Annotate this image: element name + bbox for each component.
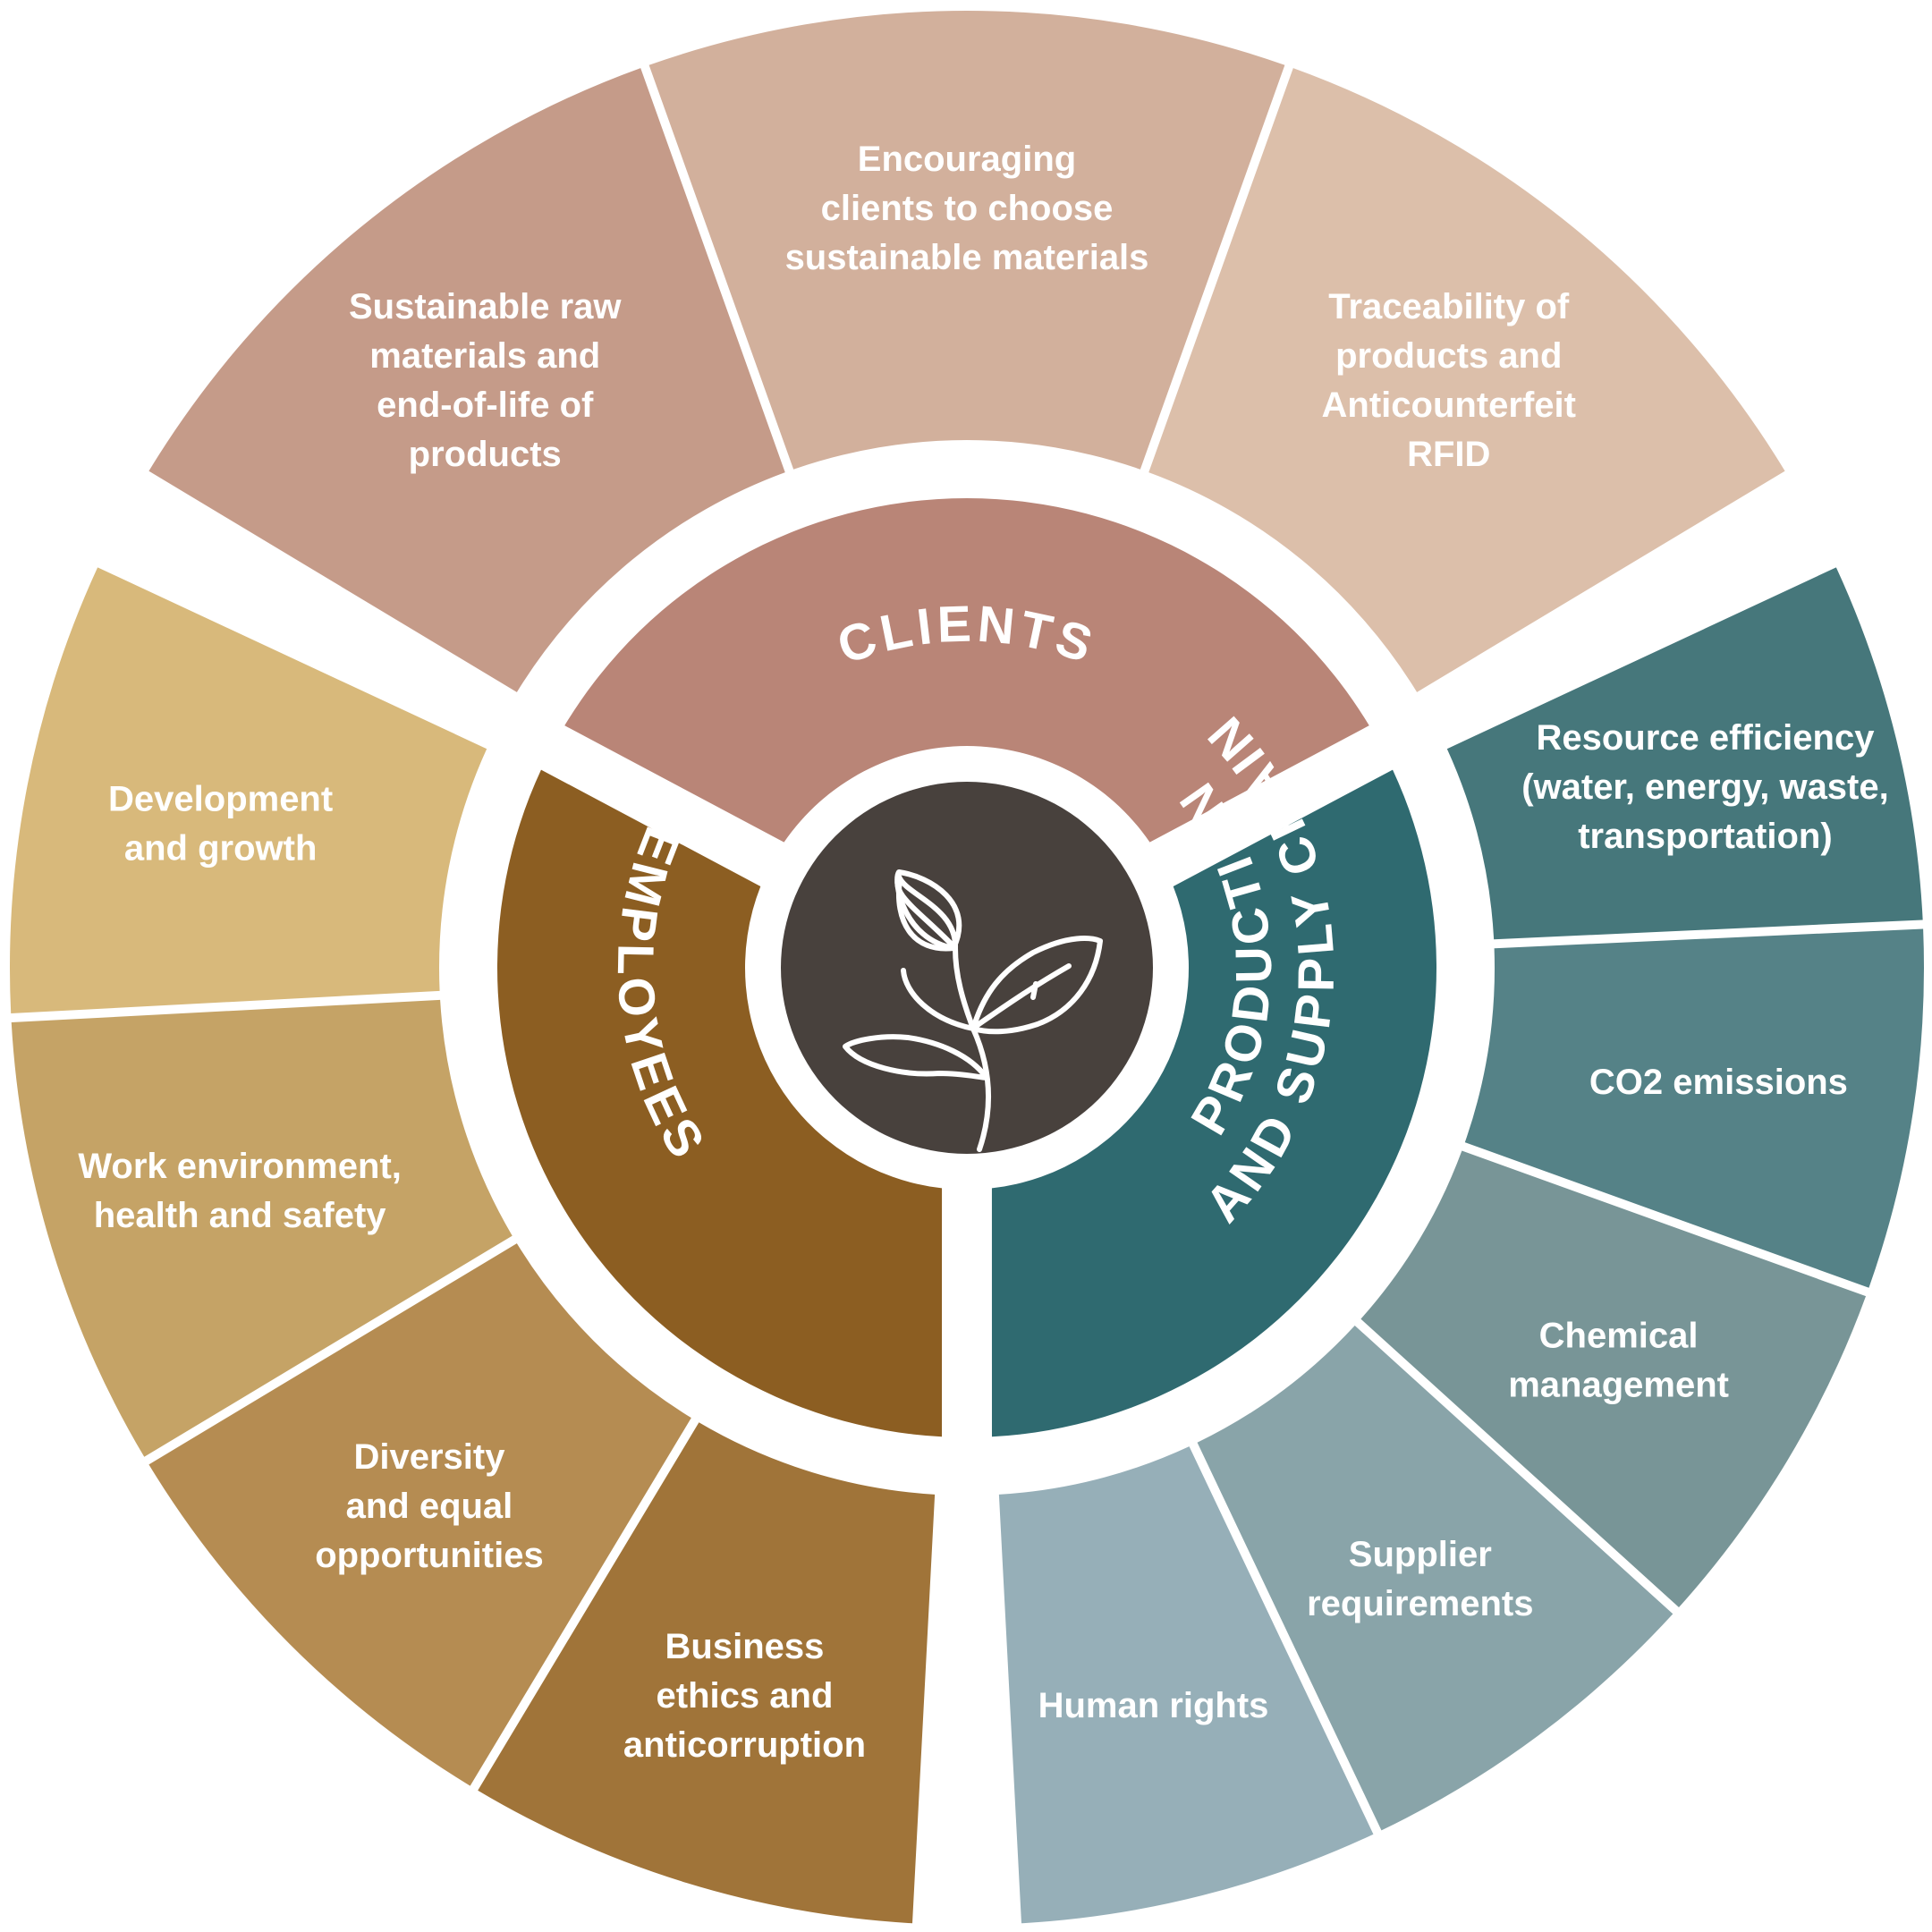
outer-segment-employees-3: [10, 567, 487, 1014]
segment-label-line: sustainable materials: [785, 238, 1149, 277]
outer-segment-production-1: [1464, 928, 1924, 1288]
group-divider: [108, 504, 514, 735]
segment-label-line: Anticounterfeit: [1322, 386, 1576, 425]
segment-label-line: Development: [108, 779, 333, 818]
segment-label-line: transportation): [1578, 817, 1832, 856]
segment-label-line: (water, energy, waste,: [1521, 767, 1889, 807]
segment-label-production-3: Supplier requirements: [1307, 1535, 1533, 1623]
segment-label-line: Chemical: [1539, 1316, 1699, 1355]
outer-ring: [10, 10, 1924, 1932]
segment-label-line: Traceability of: [1328, 287, 1570, 326]
segment-label-line: materials and: [369, 336, 600, 376]
outer-segment-employees-0: [478, 1422, 936, 1924]
segment-label-line: CO2 emissions: [1589, 1063, 1848, 1102]
segment-label-employees-2: Work environment, health and safety: [78, 1147, 402, 1235]
center-disc: [781, 782, 1153, 1154]
segment-label-line: Resource efficiency: [1536, 718, 1875, 758]
outer-segment-clients-1: [648, 10, 1285, 470]
segment-label-production-2: Chemical management: [1508, 1316, 1729, 1404]
segment-label-line: management: [1508, 1365, 1729, 1404]
outer-segment-production-0: [1446, 567, 1923, 940]
segment-label-line: end-of-life of: [377, 386, 594, 425]
segment-labels: Sustainable raw materials and end-of-life …: [78, 140, 1888, 1765]
segment-label-production-4: Human rights: [1038, 1686, 1269, 1725]
segment-label-line: RFID: [1407, 435, 1490, 474]
segment-label-line: and growth: [124, 828, 318, 868]
segment-label-clients-1: Encouraging clients to choose sustainable …: [785, 140, 1149, 277]
segment-label-line: products and: [1335, 336, 1562, 376]
segment-label-production-1: CO2 emissions: [1589, 1063, 1848, 1102]
segment-label-line: Encouraging: [858, 140, 1076, 179]
segment-label-line: health and safety: [94, 1196, 387, 1235]
group-divider: [1419, 504, 1826, 735]
inner-segment-clients: [564, 498, 1369, 843]
outer-segment-clients-2: [1148, 68, 1785, 692]
segment-label-line: Supplier: [1349, 1535, 1492, 1574]
segment-label-employees-0: Business ethics and anticorruption: [623, 1627, 866, 1765]
segment-label-line: Business: [665, 1627, 825, 1666]
outer-segment-production-4: [998, 1446, 1374, 1924]
segment-label-employees-3: Development and growth: [108, 779, 333, 868]
outer-segment-employees-1: [148, 1243, 691, 1786]
segment-label-line: ethics and: [657, 1676, 834, 1716]
inner-segment-employees: [496, 769, 943, 1437]
segment-label-line: Sustainable raw: [349, 287, 622, 326]
inner-ring: [496, 498, 1436, 1437]
segment-label-line: and equal: [346, 1487, 513, 1526]
segment-label-line: anticorruption: [623, 1725, 866, 1765]
outer-segment-clients-0: [148, 68, 785, 692]
segment-label-line: requirements: [1307, 1584, 1533, 1623]
outer-segment-employees-2: [11, 999, 513, 1457]
segment-label-line: Diversity: [353, 1437, 505, 1477]
segment-label-employees-1: Diversity and equal opportunities: [315, 1437, 544, 1575]
outer-segment-production-3: [1197, 1326, 1674, 1831]
segment-label-line: Work environment,: [78, 1147, 402, 1186]
inner-segment-production: [991, 769, 1436, 1437]
segment-label-line: products: [409, 435, 562, 474]
plant-sprout-icon: [843, 869, 1103, 1152]
outer-segment-production-2: [1360, 1150, 1867, 1608]
segment-label-line: clients to choose: [821, 189, 1114, 228]
segment-label-line: opportunities: [315, 1536, 544, 1575]
segment-label-line: Human rights: [1038, 1686, 1269, 1725]
segment-label-clients-0: Sustainable raw materials and end-of-life …: [349, 287, 622, 474]
segment-label-production-0: Resource efficiency (water, energy, waste…: [1521, 718, 1889, 856]
